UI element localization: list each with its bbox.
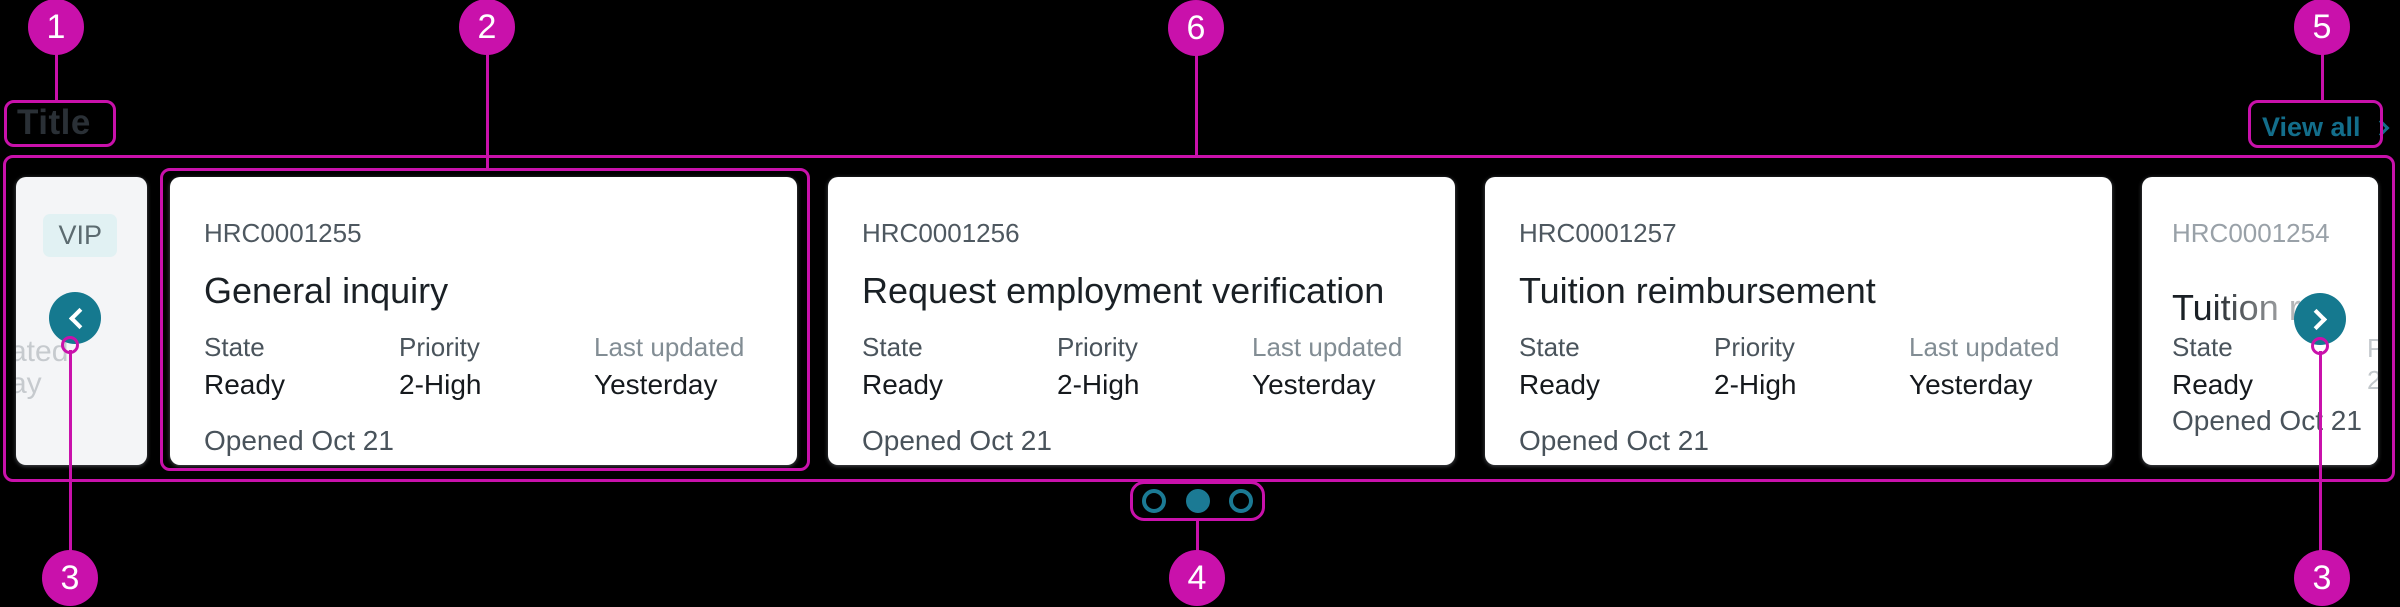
annotation-line-2 bbox=[486, 53, 489, 168]
case-card[interactable]: HRC0001256 Request employment verificati… bbox=[828, 177, 1455, 465]
annotation-badge-6: 6 bbox=[1168, 0, 1224, 56]
annotation-line-3-left bbox=[69, 350, 72, 551]
annotation-connector-ring-left bbox=[61, 336, 79, 354]
field-value: Ready bbox=[862, 368, 943, 400]
truncated-text-fragment: ay bbox=[16, 367, 42, 400]
field-value: Yesterday bbox=[594, 368, 718, 400]
annotation-badge-3-left: 3 bbox=[42, 550, 98, 606]
case-number: HRC0001256 bbox=[862, 218, 1020, 248]
field-value: Ready bbox=[204, 368, 285, 400]
field-label: State bbox=[862, 332, 923, 363]
case-opened-date: Opened Oct 21 bbox=[2172, 405, 2362, 436]
field-value: Ready bbox=[2172, 368, 2253, 400]
annotation-badge-5: 5 bbox=[2294, 0, 2350, 55]
field-label: Priority bbox=[1057, 332, 1138, 363]
annotation-line-3-right bbox=[2319, 351, 2322, 551]
partial-card-previous[interactable]: ated ay VIP bbox=[16, 177, 147, 465]
field-value: 2-High bbox=[1057, 368, 1140, 400]
field-label: Last updated bbox=[594, 332, 745, 363]
view-all-label: View all bbox=[2262, 112, 2361, 142]
truncated-text-fragment: P bbox=[2367, 333, 2378, 363]
field-label: Priority bbox=[399, 332, 480, 363]
next-button[interactable] bbox=[2294, 293, 2346, 345]
annotation-connector-ring-right bbox=[2311, 337, 2329, 355]
case-title: Request employment verification bbox=[862, 270, 1385, 311]
case-opened-date: Opened Oct 21 bbox=[862, 424, 1052, 456]
annotation-line-5 bbox=[2321, 54, 2324, 100]
fade-gradient bbox=[2208, 177, 2378, 465]
chevron-right-icon bbox=[2305, 308, 2327, 330]
card-field: Priority 2-High bbox=[399, 333, 594, 400]
case-opened-date: Opened Oct 21 bbox=[1519, 424, 1709, 456]
case-title: General inquiry bbox=[204, 270, 449, 311]
annotation-line-1 bbox=[55, 53, 58, 100]
case-opened-date: Opened Oct 21 bbox=[204, 424, 394, 456]
pagination-dots bbox=[1133, 484, 1262, 518]
pagination-dot[interactable] bbox=[1142, 489, 1166, 513]
annotation-badge-1: 1 bbox=[28, 0, 84, 55]
field-value: Yesterday bbox=[1909, 368, 2033, 400]
field-label: State bbox=[1519, 332, 1580, 363]
annotation-line-6 bbox=[1195, 55, 1198, 155]
chevron-right-icon bbox=[2372, 119, 2390, 136]
vip-badge: VIP bbox=[43, 214, 117, 257]
card-field: Priority 2-High bbox=[1057, 333, 1252, 400]
case-number: HRC0001254 bbox=[2172, 218, 2330, 248]
annotation-badge-3-right: 3 bbox=[2294, 550, 2350, 606]
field-value: 2-High bbox=[399, 368, 482, 400]
field-label: State bbox=[204, 332, 265, 363]
case-title: Tuition reimbursement bbox=[1519, 270, 1876, 311]
card-field: Priority 2-High bbox=[1714, 333, 1909, 400]
partial-card-next[interactable]: Tuition reimbu HRC0001254 State Ready Op… bbox=[2142, 177, 2378, 465]
pagination-dot-active[interactable] bbox=[1185, 489, 1210, 513]
pagination-dot[interactable] bbox=[1229, 489, 1253, 513]
case-number: HRC0001257 bbox=[1519, 218, 1677, 248]
field-label: Last updated bbox=[1252, 332, 1403, 363]
truncated-text-fragment: 2 bbox=[2367, 365, 2378, 395]
previous-button[interactable] bbox=[49, 292, 101, 344]
annotation-badge-2: 2 bbox=[459, 0, 515, 55]
annotation-badge-4: 4 bbox=[1169, 550, 1225, 606]
chevron-left-icon bbox=[68, 307, 90, 329]
view-all-link[interactable]: View all bbox=[2262, 112, 2390, 143]
field-label: State bbox=[2172, 332, 2233, 362]
field-value: Yesterday bbox=[1252, 368, 1376, 400]
field-label: Last updated bbox=[1909, 332, 2060, 363]
field-value: 2-High bbox=[1714, 368, 1797, 400]
carousel-title: Title bbox=[17, 103, 91, 142]
field-value: Ready bbox=[1519, 368, 1600, 400]
case-number: HRC0001255 bbox=[204, 218, 362, 248]
field-label: Priority bbox=[1714, 332, 1795, 363]
annotation-line-4 bbox=[1196, 519, 1199, 551]
truncated-text-fragment: ated bbox=[16, 335, 69, 368]
